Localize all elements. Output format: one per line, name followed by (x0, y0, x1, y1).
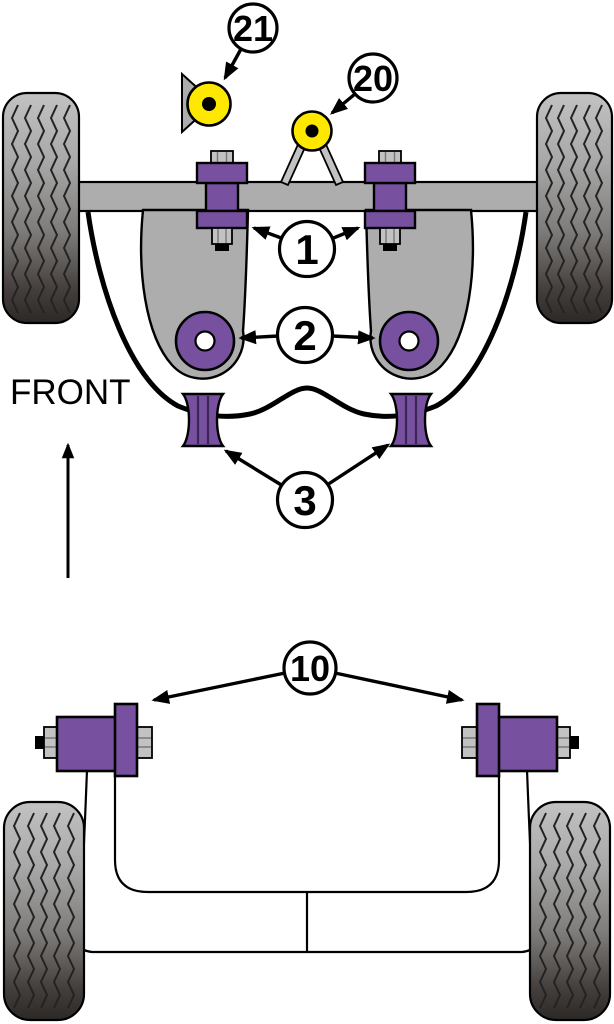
bush-body (496, 715, 559, 773)
tire-tread (12, 812, 76, 1009)
right-top-mount (363, 150, 417, 251)
rear-beam-view: 10 (2, 640, 612, 1022)
rear-left-tire (2, 800, 86, 1022)
bolt-head-facets (216, 152, 228, 163)
rear-right-tire (528, 800, 612, 1022)
arrow-21 (223, 48, 243, 81)
callout-arrows (223, 48, 391, 488)
callout-label: 10 (290, 648, 330, 689)
callout-circle (347, 52, 399, 104)
left-arm-bush-hole (194, 330, 216, 352)
front-left-tire (1, 91, 81, 325)
mount-waist (204, 181, 240, 213)
callout-label: 2 (293, 312, 316, 359)
callout-label: 3 (293, 477, 316, 524)
callout-circle (277, 219, 337, 279)
callout-circle (282, 640, 338, 696)
mount-top-flange (363, 161, 417, 185)
arb-bush-body (388, 392, 434, 448)
inner-nut (461, 726, 478, 759)
callout-21: 21 (227, 2, 279, 54)
part-20-fork-bush (279, 110, 345, 187)
arrow-10-left (151, 671, 286, 704)
arb-bush-ridges (404, 396, 418, 444)
rear-right-mount-bush (461, 702, 579, 778)
bolt-head-facets (384, 152, 396, 163)
arrow-2-right (331, 330, 376, 345)
tire-body (1, 91, 81, 325)
arrow-2-left (238, 330, 279, 345)
left-arb-bush (180, 392, 226, 448)
arrow-1-left (251, 226, 285, 241)
inner-nut-facets (138, 737, 151, 748)
mount-bottom-flange (363, 209, 417, 230)
bush-flange (475, 702, 501, 778)
mount-bottom-flange (195, 209, 249, 230)
callout-1: 1 (277, 219, 337, 279)
bush-flange (113, 702, 139, 778)
bolt-shaft (379, 227, 401, 245)
cone-bush-center (202, 97, 216, 111)
arrow-3-left (223, 449, 284, 488)
arrow-20 (329, 92, 357, 115)
callout-3: 3 (275, 470, 335, 530)
tire-tread (10, 104, 72, 314)
tire-tread (538, 812, 602, 1009)
inner-nut-facets (463, 737, 476, 748)
bush-body (55, 715, 118, 773)
arb-bush-ridges (196, 396, 210, 444)
inner-nut (136, 726, 153, 759)
arrow-1-right (330, 226, 361, 241)
anti-roll-bar (85, 211, 529, 419)
bolt-tip (215, 244, 229, 251)
callout-label: 1 (295, 226, 318, 273)
subframe-crossmember (62, 180, 548, 213)
tire-tread (544, 104, 604, 314)
arrow-10-right (334, 671, 465, 704)
callout-label: 20 (353, 58, 393, 99)
callout-circle (227, 2, 279, 54)
bolt-shaft-facets (217, 229, 227, 243)
callout-circle (275, 470, 335, 530)
bolt-shaft (211, 227, 233, 245)
bolt-shaft-facets (385, 229, 395, 243)
arb-bush-body (180, 392, 226, 448)
bolt-tip (383, 244, 397, 251)
callout-arrows-rear (151, 671, 465, 704)
callout-circle (275, 305, 335, 365)
right-arm-bush-hole (398, 330, 420, 352)
right-arb-bush (388, 392, 434, 448)
rear-subframe-outline (113, 774, 501, 894)
front-right-tire (535, 91, 614, 325)
fork-bush-center (305, 124, 319, 138)
front-label: FRONT (10, 373, 131, 412)
part-21-cone-bush (181, 71, 232, 135)
callout-label: 21 (233, 8, 273, 49)
callout-10: 10 (282, 640, 338, 696)
arrow-3-right (326, 443, 391, 487)
left-top-mount (195, 150, 249, 251)
mount-top-flange (195, 161, 249, 185)
callout-2: 2 (275, 305, 335, 365)
tire-body (535, 91, 614, 325)
mount-waist (372, 181, 408, 213)
front-suspension-view: 21 20 1 2 3 FRONT (1, 2, 614, 578)
bolt-tip (35, 736, 44, 749)
rear-left-mount-bush (35, 702, 153, 778)
bolt-tip (570, 736, 579, 749)
callout-20: 20 (347, 52, 399, 104)
